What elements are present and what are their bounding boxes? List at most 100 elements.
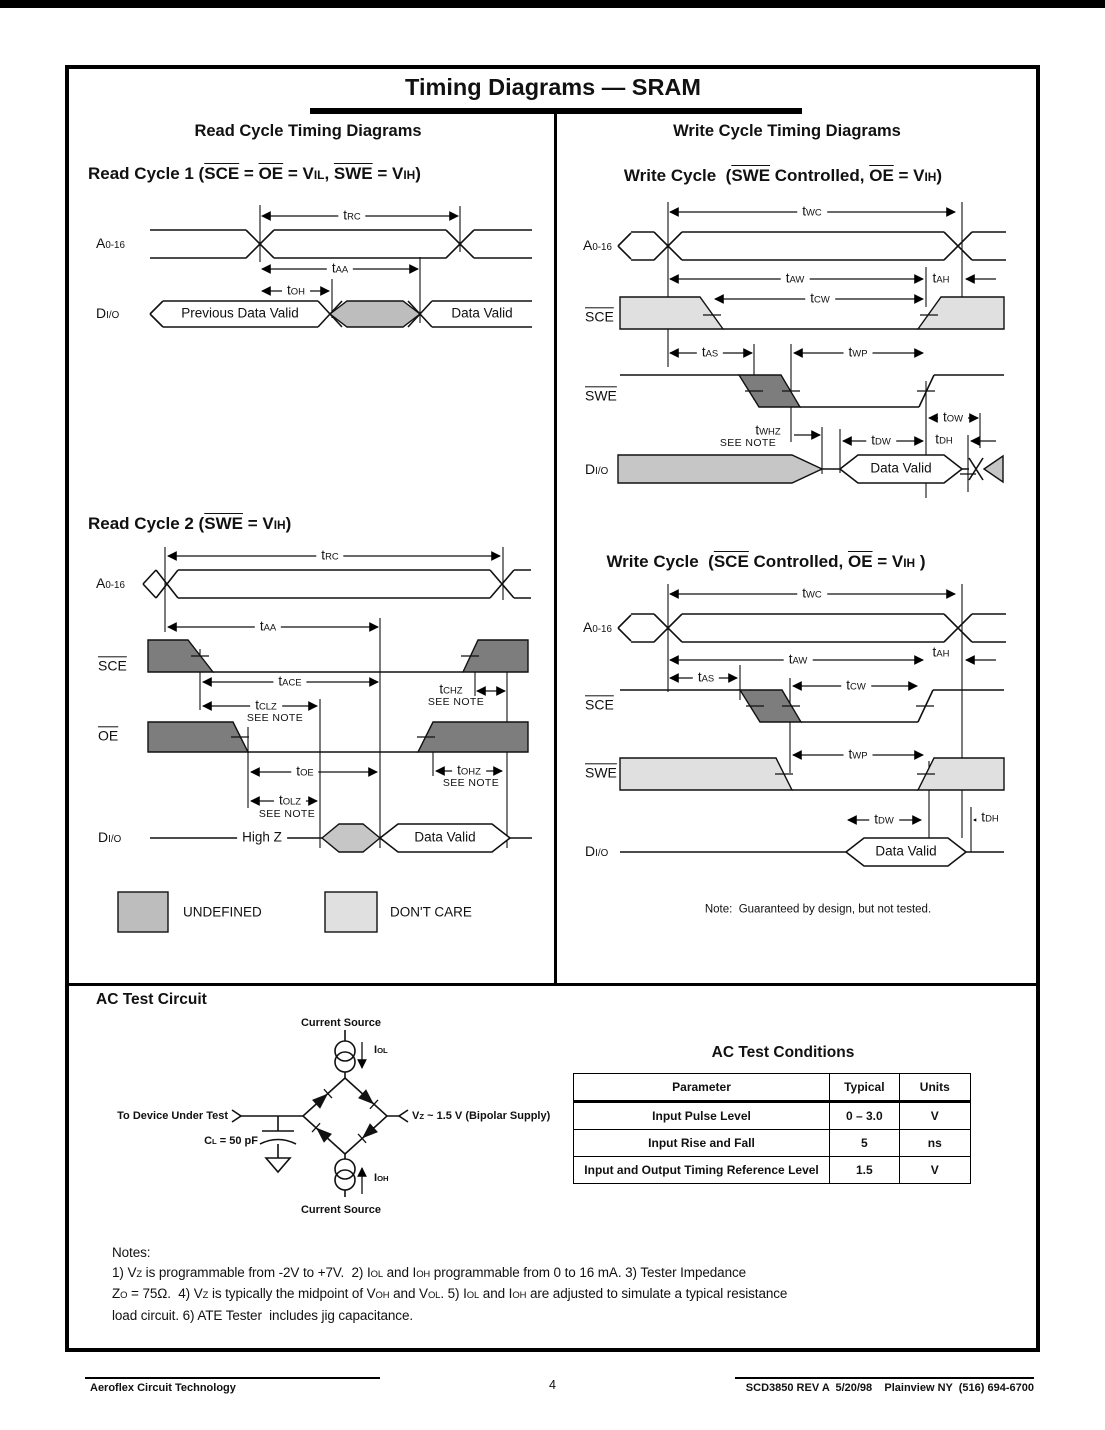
write-cycle-sce-waveform [617, 584, 1006, 867]
rc2-taa-label: tAA [254, 619, 282, 635]
rc1-address-signal-label: A0-16 [96, 235, 125, 252]
tdh-label: tDH [930, 432, 958, 448]
read-cycle-1-heading: Read Cycle 1 (SCE = OE = VIL, SWE = VIH) [88, 164, 421, 183]
write-column-header: Write Cycle Timing Diagrams [673, 122, 901, 140]
wc2-tdh-label: tDH [976, 810, 1004, 826]
footer-doc-ref: SCD3850 REV A 5/20/98 Plainview NY (516)… [745, 1382, 1034, 1394]
wc1-data-signal-label: DI/O [585, 461, 609, 478]
notes-line: ZO = 75Ω. 4) VZ is typically the midpoin… [112, 1286, 788, 1301]
ac-test-circuit-drawing [231, 1030, 409, 1197]
tohz-label: tOHZ [452, 763, 486, 779]
footer-company: Aeroflex Circuit Technology [90, 1382, 236, 1394]
page-border [65, 65, 1040, 1352]
column-divider [554, 112, 557, 985]
rc2-sce-signal-label: SCE [98, 657, 127, 674]
twp-label: tWP [843, 345, 873, 361]
tah-label: tAH [927, 271, 955, 287]
tchz-label: tCHZ [434, 682, 468, 698]
parameter-cell: Input Rise and Fall [572, 1129, 831, 1157]
notes-line: load circuit. 6) ATE Tester includes jig… [112, 1307, 414, 1323]
tolz-see-note-label: SEE NOTE [256, 808, 318, 821]
tchz-see-note-label: SEE NOTE [425, 696, 487, 709]
wc1-data-valid-label: Data Valid [870, 460, 932, 476]
legend-swatches [117, 891, 378, 933]
wc2-tah-label: tAH [927, 645, 955, 661]
dont-care-legend-label: DON'T CARE [390, 904, 472, 920]
tace-label: tACE [273, 674, 307, 690]
tclz-label: tCLZ [250, 698, 282, 714]
ac-test-conditions-heading: AC Test Conditions [711, 1044, 855, 1061]
high-z-label: High Z [237, 830, 287, 846]
write-cycle-swe-heading: Write Cycle (SWE Controlled, OE = VIH) [623, 166, 943, 185]
wc2-data-valid-label: Data Valid [875, 843, 937, 859]
toe-label: tOE [291, 764, 319, 780]
page-number: 4 [549, 1378, 556, 1392]
page-title: Timing Diagrams — SRAM [405, 74, 701, 100]
current-source-top-label: Current Source [300, 1016, 382, 1029]
wc1-sce-signal-label: SCE [585, 308, 614, 325]
wc2-sce-signal-label: SCE [585, 696, 614, 713]
ioh-label: IOH [374, 1171, 389, 1184]
section-divider [67, 983, 1038, 986]
taw-label: tAW [780, 271, 810, 287]
twc-label: tWC [797, 204, 827, 220]
wc2-tdw-label: tDW [869, 812, 899, 828]
title-underline [310, 108, 802, 114]
rc1-data-signal-label: DI/O [96, 305, 120, 322]
rc2-address-signal-label: A0-16 [96, 575, 125, 592]
rc2-oe-signal-label: OE [98, 727, 119, 744]
tas-label: tAS [696, 345, 724, 361]
rc2-trc-label: tRC [316, 548, 344, 564]
tow-label: tOW [937, 410, 969, 426]
ac-test-conditions-table: Parameter Typical Units Input Pulse Leve… [572, 1073, 972, 1184]
read-cycle-2-heading: Read Cycle 2 (SWE = VIH) [88, 514, 292, 533]
write-cycle-swe-waveform [617, 202, 1006, 498]
rc1-data-valid-label: Data Valid [451, 305, 513, 321]
units-cell: V [898, 1101, 972, 1130]
wc1-see-note-label: SEE NOTE [717, 437, 779, 450]
wc1-swe-signal-label: SWE [585, 387, 617, 404]
typical-cell: 0 – 3.0 [829, 1101, 900, 1130]
wc2-twc-label: tWC [797, 586, 827, 602]
table-row: Input and Output Timing Reference Level … [572, 1156, 972, 1184]
wc2-address-signal-label: A0-16 [583, 619, 612, 636]
wc2-tcw-label: tCW [841, 678, 871, 694]
wc2-twp-label: tWP [843, 747, 873, 763]
wc2-tas-label: tAS [692, 670, 720, 686]
wc2-swe-signal-label: SWE [585, 764, 617, 781]
footer-right-rule [735, 1377, 1034, 1379]
footer-left-rule [85, 1377, 380, 1379]
units-column-header: Units [898, 1073, 972, 1103]
notes-block: Notes: 1) VZ is programmable from -2V to… [112, 1243, 787, 1325]
table-header-row: Parameter Typical Units [572, 1073, 972, 1103]
wc2-data-signal-label: DI/O [585, 843, 609, 860]
rc2-data-valid-label: Data Valid [414, 829, 476, 845]
tdw-label: tDW [866, 433, 896, 449]
to-device-under-test-label: To Device Under Test [117, 1109, 228, 1122]
tohz-see-note-label: SEE NOTE [440, 777, 502, 790]
scan-top-bar [0, 0, 1105, 8]
table-row: Input Pulse Level 0 – 3.0 V [572, 1101, 972, 1130]
iol-label: IOL [374, 1043, 388, 1056]
notes-line: 1) VZ is programmable from -2V to +7V. 2… [112, 1264, 747, 1280]
tolz-label: tOLZ [273, 793, 307, 809]
twhz-label: tWHZ [750, 423, 786, 439]
wc1-address-signal-label: A0-16 [583, 237, 612, 254]
taa-label: tAA [326, 261, 354, 277]
parameter-cell: Input Pulse Level [572, 1101, 831, 1130]
write-cycle-sce-heading: Write Cycle (SCE Controlled, OE = VIH ) [606, 552, 926, 571]
cl-capacitance-label: CL = 50 pF [204, 1134, 258, 1147]
undefined-legend-label: UNDEFINED [183, 904, 262, 920]
vz-supply-label: VZ ~ 1.5 V (Bipolar Supply) [412, 1109, 551, 1122]
current-source-bottom-label: Current Source [300, 1203, 382, 1216]
typical-cell: 5 [829, 1129, 900, 1157]
parameter-column-header: Parameter [572, 1073, 831, 1103]
trc-label: tRC [338, 208, 366, 224]
typical-cell: 1.5 [829, 1156, 900, 1184]
units-cell: ns [898, 1129, 972, 1157]
tcw-label: tCW [805, 291, 835, 307]
units-cell: V [898, 1156, 972, 1184]
read-column-header: Read Cycle Timing Diagrams [194, 122, 422, 140]
